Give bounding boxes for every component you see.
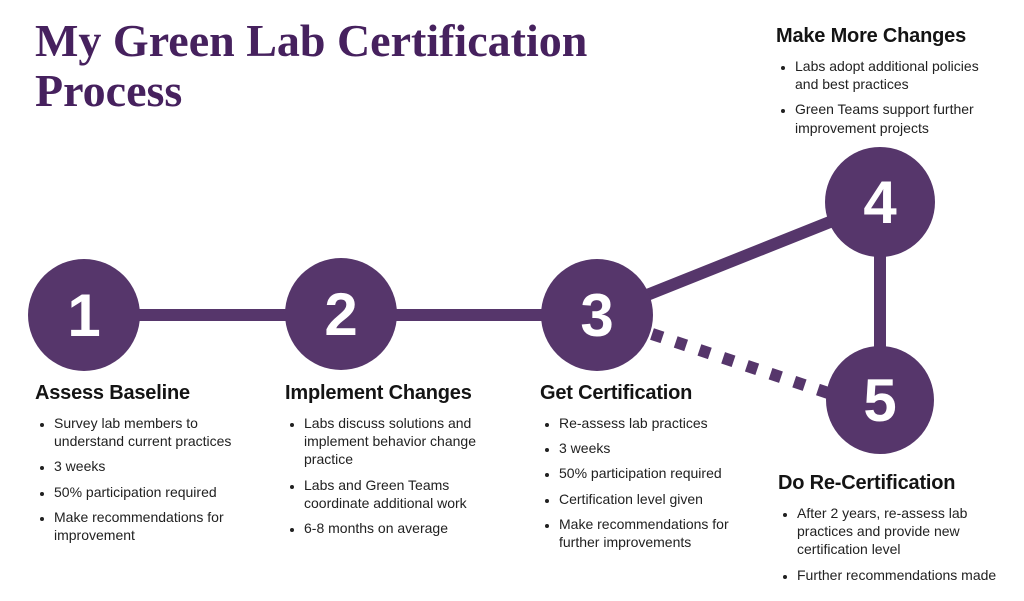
step-number-4: 4 — [863, 169, 897, 236]
step-heading-implement-changes: Implement Changes — [285, 382, 472, 404]
step-number-5: 5 — [863, 367, 896, 434]
step-circle-4: 4 — [825, 147, 935, 257]
bullet-item: Further recommendations made — [797, 566, 1006, 584]
step-number-3: 3 — [580, 282, 613, 349]
bullet-item: 3 weeks — [559, 439, 746, 457]
bullet-item: Certification level given — [559, 490, 746, 508]
circle-shape-1 — [28, 259, 140, 371]
step-bullet-list-3: Re-assess lab practices 3 weeks 50% partic… — [540, 414, 746, 551]
bullet-item: Survey lab members to understand current… — [54, 414, 247, 450]
step-bullet-list-1: Survey lab members to understand current… — [35, 414, 247, 544]
step-heading-get-certification: Get Certification — [540, 382, 693, 404]
bullet-item: Labs discuss solutions and implement beh… — [304, 414, 481, 469]
step-circle-3: 3 — [541, 259, 653, 371]
circle-shape-2 — [285, 258, 397, 370]
page-title: My Green Lab Certification Process — [35, 15, 588, 116]
bullet-item: Make recommendations for improvement — [54, 508, 247, 544]
bullet-item: 6-8 months on average — [304, 519, 481, 537]
step-circle-5: 5 — [826, 346, 934, 454]
step-panel-assess-baseline: Assess Baseline Survey lab members to un… — [35, 382, 247, 551]
step-heading-do-re-certification: Do Re-Certification — [778, 472, 956, 494]
circle-shape-4 — [825, 147, 935, 257]
bullet-item: Make recommendations for further improve… — [559, 515, 746, 551]
bullet-item: Labs adopt additional policies and best … — [795, 57, 994, 93]
bullet-item: 3 weeks — [54, 457, 247, 475]
step-circle-1: 1 — [28, 259, 140, 371]
step-heading-make-more-changes: Make More Changes — [776, 25, 966, 47]
step-panel-do-re-certification: Do Re-Certification After 2 years, re-as… — [778, 472, 1006, 591]
circle-shape-5 — [826, 346, 934, 454]
step-bullet-list-4: Labs adopt additional policies and best … — [776, 57, 994, 137]
step-bullet-list-2: Labs discuss solutions and implement beh… — [285, 414, 481, 537]
step-panel-get-certification: Get Certification Re-assess lab practice… — [540, 382, 746, 558]
step-panel-implement-changes: Implement Changes Labs discuss solutions… — [285, 382, 481, 544]
bullet-item: 50% participation required — [559, 464, 746, 482]
step-heading-assess-baseline: Assess Baseline — [35, 382, 190, 404]
bullet-item: 50% participation required — [54, 483, 247, 501]
step-panel-make-more-changes: Make More Changes Labs adopt additional … — [776, 25, 994, 144]
circle-shape-3 — [541, 259, 653, 371]
bullet-item: After 2 years, re-assess lab practices a… — [797, 504, 1006, 559]
bullet-item: Green Teams support further improvement … — [795, 100, 994, 136]
step-number-1: 1 — [67, 282, 100, 349]
step-circle-2: 2 — [285, 258, 397, 370]
step-bullet-list-5: After 2 years, re-assess lab practices a… — [778, 504, 1006, 584]
step-number-2: 2 — [324, 281, 357, 348]
bullet-item: Labs and Green Teams coordinate addition… — [304, 476, 481, 512]
connector-step3-step5-dotted — [650, 328, 845, 404]
bullet-item: Re-assess lab practices — [559, 414, 746, 432]
